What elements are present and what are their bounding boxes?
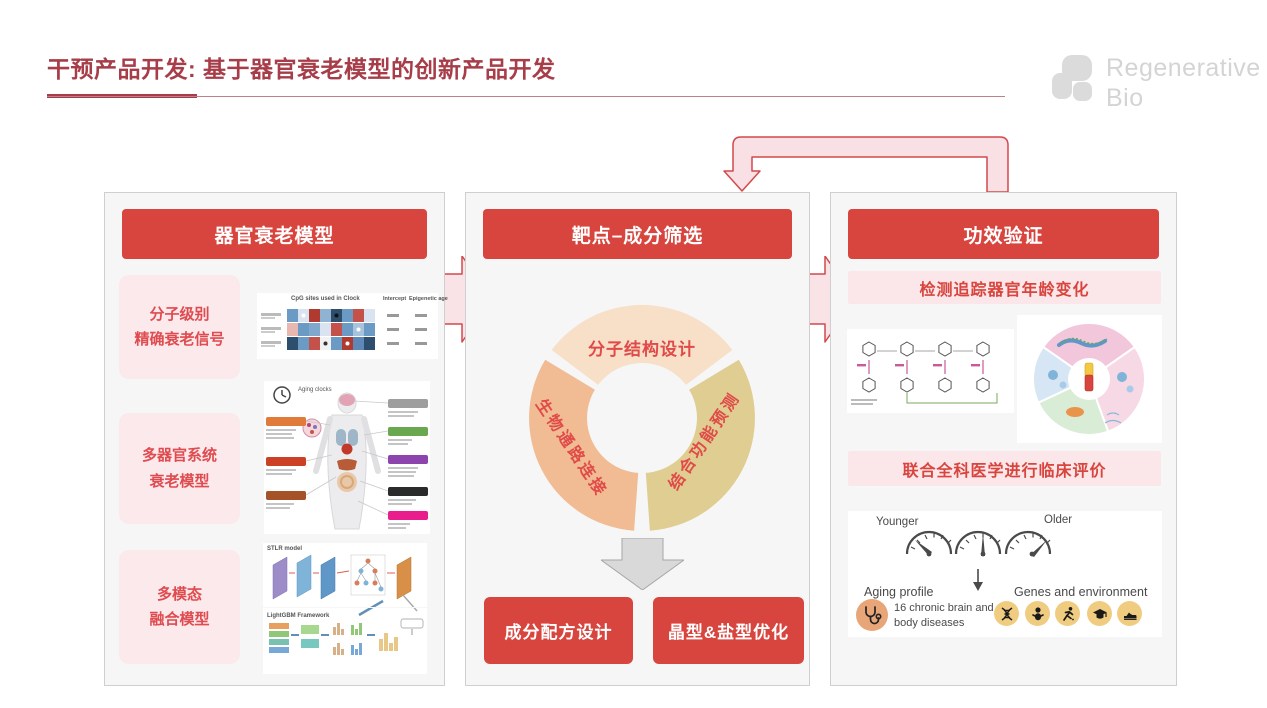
- down-arrow: [601, 538, 684, 590]
- diseases-label: 16 chronic brain and body diseases: [894, 602, 994, 629]
- body-figure-caption: Aging clocks: [298, 387, 332, 393]
- ml-figure-caption-top: STLR model: [267, 546, 303, 552]
- cpg-col-intercept: Intercept: [383, 296, 407, 302]
- label-line: 衰老模型: [149, 472, 210, 490]
- aging-profile-label: Aging profile: [864, 585, 934, 599]
- ml-figure-art: [263, 554, 427, 655]
- label-line: 多模态: [156, 585, 202, 603]
- button-crystal-salt-optimization: 晶型&盐型优化: [653, 597, 804, 664]
- cpg-figure-title: CpG sites used in Clock: [291, 296, 360, 302]
- banner-clinical-evaluation: 联合全科医学进行临床评价: [848, 451, 1161, 486]
- gauge-label-older: Older: [1044, 514, 1073, 526]
- screening-donut-chart: [529, 304, 755, 531]
- panel-target-screening: 靶点–成分筛选 分子结构设计 生物通路连接 结合功能预测 成分配方设计 晶型&盐…: [465, 192, 810, 686]
- genes-environment-label: Genes and environment: [1014, 585, 1148, 599]
- runner-icon: [1055, 601, 1080, 626]
- logo-text: Regenerative Bio: [1106, 53, 1261, 113]
- label-line: 精确衰老信号: [134, 331, 225, 348]
- gauges-art: [905, 530, 1052, 591]
- cpg-heatmap-grid: [261, 309, 427, 350]
- page-title: 干预产品开发: 基于器官衰老模型的创新产品开发: [47, 56, 556, 82]
- figure-cpg-clock-heatmap: CpG sites used in Clock Intercept Epigen…: [257, 293, 448, 359]
- figure-cfdna-circle: [1017, 315, 1162, 443]
- panel3-header: 功效验证: [848, 209, 1159, 259]
- panel-efficacy-validation: 功效验证 检测追踪器官年龄变化: [830, 192, 1177, 686]
- button-formulation-design: 成分配方设计: [484, 597, 633, 664]
- figure-multi-organ-body: Aging clocks: [264, 381, 430, 534]
- label-line: 多器官系统: [141, 447, 217, 464]
- body-figure-art: [266, 386, 428, 530]
- gauge-label-younger: Younger: [876, 516, 919, 528]
- logo-line2: Bio: [1106, 84, 1144, 112]
- ml-figure-caption-bottom: LightGBM Framework: [267, 613, 330, 619]
- cpg-col-epigenetic-age: Epigenetic age: [409, 296, 448, 302]
- label-multi-organ-system: 多器官系统 衰老模型: [119, 413, 240, 524]
- chemistry-art: [851, 341, 998, 405]
- label-multimodal-fusion: 多模态 融合模型: [119, 550, 240, 664]
- figure-aging-gauges: Younger Older Aging profile Genes and en…: [848, 511, 1162, 637]
- label-line: 分子级别: [149, 305, 210, 323]
- dna-icon: [994, 601, 1019, 626]
- banner-track-organ-age: 检测追踪器官年龄变化: [848, 271, 1161, 304]
- logo: Regenerative Bio: [1050, 53, 1265, 113]
- title-underline: [47, 96, 1005, 97]
- cfdna-circle-art: [1032, 321, 1146, 436]
- baby-icon: [1025, 601, 1050, 626]
- label-line: 融合模型: [149, 611, 210, 628]
- shoe-icon: [1117, 601, 1142, 626]
- panel-organ-aging-model: 器官衰老模型 分子级别 精确衰老信号 多器官系统 衰老模型 多模态 融合模型 C…: [104, 192, 448, 686]
- panel1-header: 器官衰老模型: [122, 209, 427, 259]
- panel2-header: 靶点–成分筛选: [483, 209, 792, 259]
- figure-multimodal-model: STLR model LightGBM Framework: [263, 543, 427, 674]
- logo-line1: Regenerative: [1106, 54, 1261, 82]
- donut-label-molecular-design: 分子结构设计: [588, 340, 696, 359]
- stethoscope-icon: [856, 599, 888, 631]
- feedback-loop-arrow: [723, 136, 1009, 193]
- figure-methylation-chemistry: [847, 329, 1014, 413]
- regenerative-bio-logo-icon: [1050, 53, 1096, 103]
- graduation-cap-icon: [1087, 601, 1112, 626]
- label-molecular-level: 分子级别 精确衰老信号: [119, 275, 240, 379]
